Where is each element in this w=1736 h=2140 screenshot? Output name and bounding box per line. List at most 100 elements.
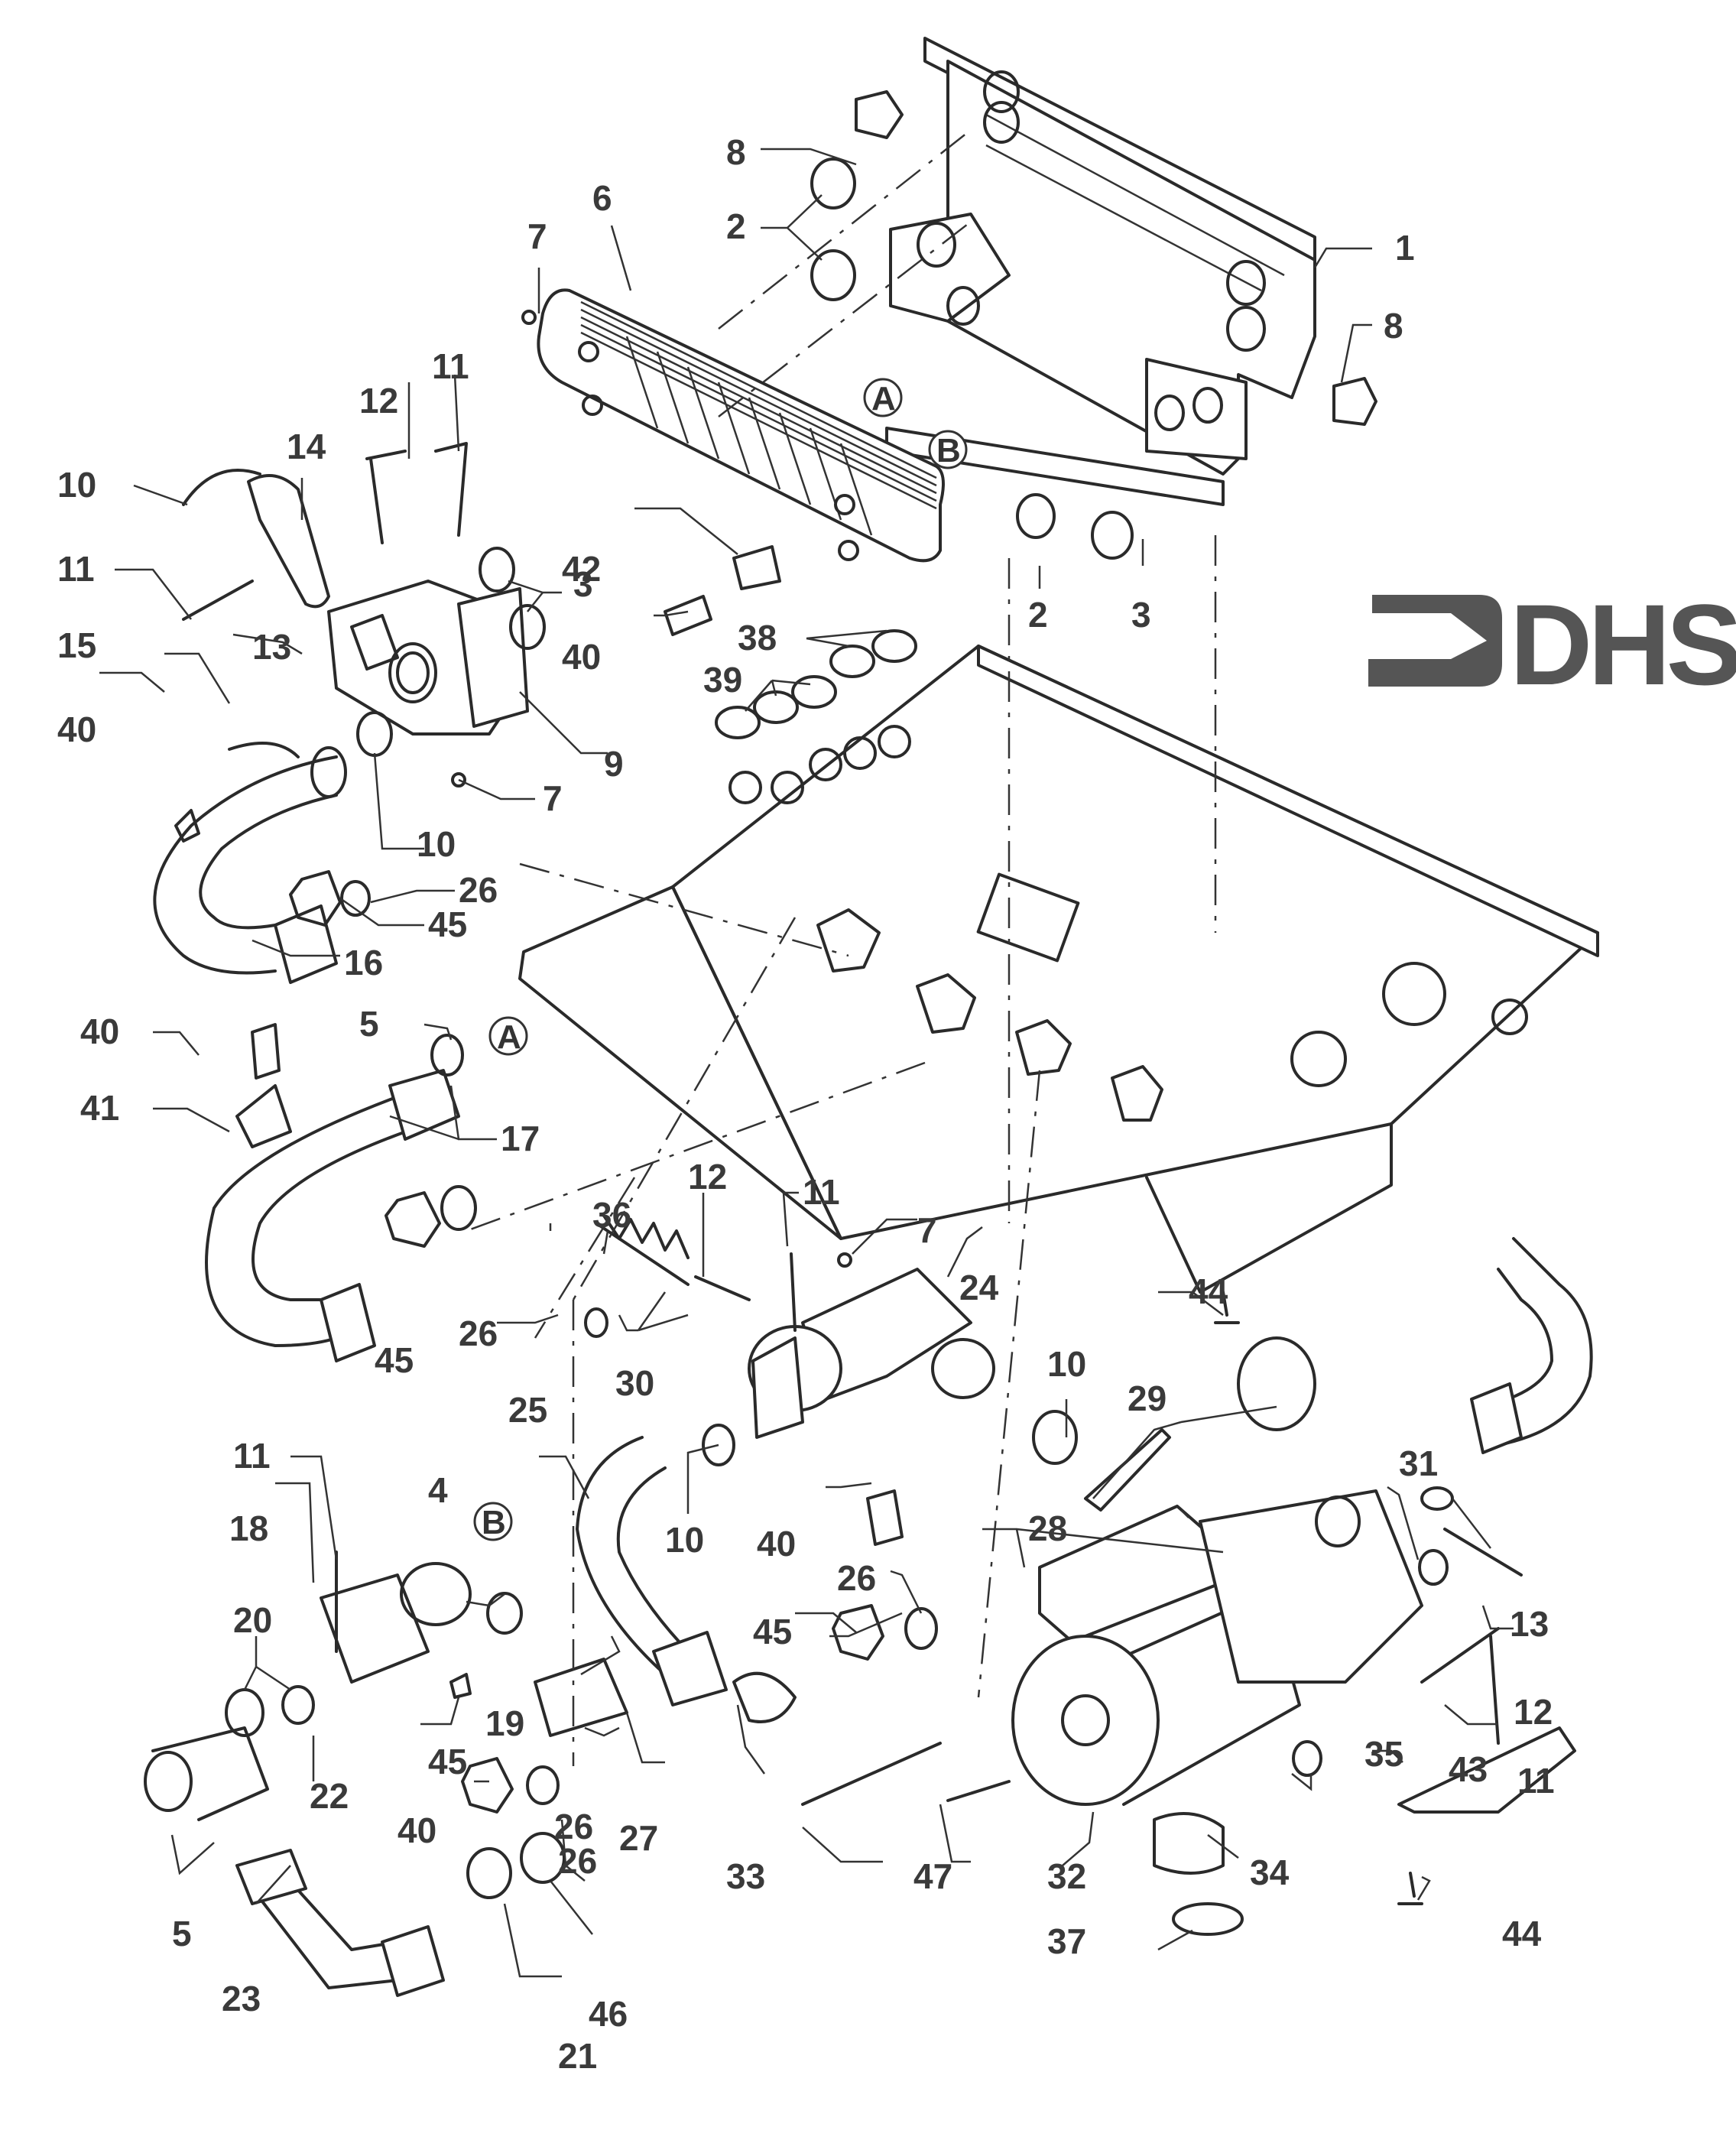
part-8-plug [1332,377,1377,426]
callout-10: 10 [417,824,456,864]
part-35-oring [1292,1740,1322,1777]
callout-45: 45 [428,904,467,944]
part-40-connector [866,1489,904,1546]
part-40-connector [174,809,200,843]
callout-18: 18 [229,1508,268,1548]
part-22-oring [281,1685,315,1725]
callout-11: 11 [432,346,469,386]
callout-5: 5 [172,1914,192,1953]
part-7-screw [451,772,466,787]
arrow-bracket-icon [1368,595,1502,687]
callout-13: 13 [1510,1604,1549,1644]
callout-8: 8 [1384,306,1403,346]
callout-22: 22 [310,1776,349,1816]
callout-40: 40 [562,637,601,677]
callout-44: 44 [1502,1914,1542,1953]
part-29-clip [1084,1428,1171,1512]
callout-30: 30 [615,1363,654,1403]
reference-marker-a-top: A [863,378,903,417]
callout-15: 15 [57,625,96,665]
callout-43: 43 [1449,1749,1488,1789]
part-36-oring [584,1307,608,1338]
part-21-plug [466,1847,512,1899]
reference-marker-b-bottom: B [473,1502,513,1541]
part-25-pipe [576,1436,728,1706]
part-13-clip [1420,1486,1454,1511]
chassis-base-plate [518,645,1599,1294]
part-43-bracket [1397,1726,1576,1814]
callout-34: 34 [1250,1853,1290,1892]
callout-3: 3 [573,564,593,604]
part-44-screw [1397,1872,1423,1905]
part-3-seal [509,604,546,650]
callout-40: 40 [757,1524,796,1564]
part-11-clip [790,1252,797,1332]
callout-26: 26 [459,870,498,910]
part-41-clip [235,1084,292,1148]
part-42-sensor [732,545,781,590]
part-26-washer [440,1185,477,1231]
callout-26: 26 [837,1558,876,1598]
dhs-logo: DHS [1368,580,1736,709]
callout-46: 46 [589,1994,628,2034]
callout-35: 35 [1364,1734,1403,1774]
callout-10: 10 [1047,1344,1086,1384]
part-45-nut [289,870,342,927]
part-27-elbow [732,1671,797,1723]
part-18-clip [320,1573,430,1684]
part-2-seal [810,249,856,301]
pump-outlet-pipe [1470,1237,1593,1454]
callout-2: 2 [726,206,746,246]
part-15-sensor [228,742,300,758]
callout-11: 11 [1517,1761,1555,1801]
callout-12: 12 [359,381,398,421]
callout-41: 41 [80,1088,119,1128]
callout-3: 3 [1131,595,1151,635]
callout-39: 39 [703,660,742,700]
callout-37: 37 [1047,1921,1086,1961]
part-40-connector [449,1673,472,1699]
part-7-screw [521,310,537,325]
part-38-grommet [829,645,875,678]
part-4-oring [486,1592,523,1635]
callout-6: 6 [592,178,612,218]
part-44-screw [1214,1291,1240,1324]
part-3-seal [1091,511,1134,560]
part-10-oring [356,711,393,757]
part-39-grommet [791,675,837,709]
part-18-valve [400,1562,472,1626]
callout-47: 47 [913,1856,952,1896]
callout-28: 28 [1028,1508,1067,1548]
part-34-drain-valve [1153,1812,1225,1875]
part-45-nut [461,1757,514,1814]
callout-10: 10 [665,1520,704,1560]
part-31-oring [1418,1549,1449,1586]
callout-4: 4 [428,1470,448,1510]
part-29-air-vent [1237,1336,1316,1431]
part-47-screw [946,1780,1011,1802]
part-10-clip [182,469,261,506]
part-10-oring [1032,1410,1078,1465]
part-33-clip [801,1742,942,1806]
callout-1: 1 [1395,228,1415,268]
callout-labels: 1 8 8 2 2 3 3 6 7 7 7 11 12 14 10 11 13 … [57,132,1555,2076]
callout-9: 9 [604,744,624,784]
callout-16: 16 [344,943,383,982]
part-12-clip [1420,1528,1523,1684]
part-26-washer [904,1607,938,1650]
callout-42: 42 [562,549,601,589]
callout-5: 5 [359,1004,379,1044]
callout-10: 10 [57,465,96,505]
callout-12: 12 [1514,1692,1553,1732]
callout-25: 25 [508,1390,547,1430]
callout-26: 26 [459,1314,498,1353]
callout-20: 20 [233,1600,272,1640]
callout-17: 17 [501,1119,540,1158]
callout-7: 7 [543,778,563,818]
callout-7: 7 [527,216,547,256]
part-12-clip [694,1275,751,1301]
part-12-clip [365,450,407,544]
part-23-pipe [144,1726,445,1997]
part-1-manifold-bracket [885,37,1316,506]
